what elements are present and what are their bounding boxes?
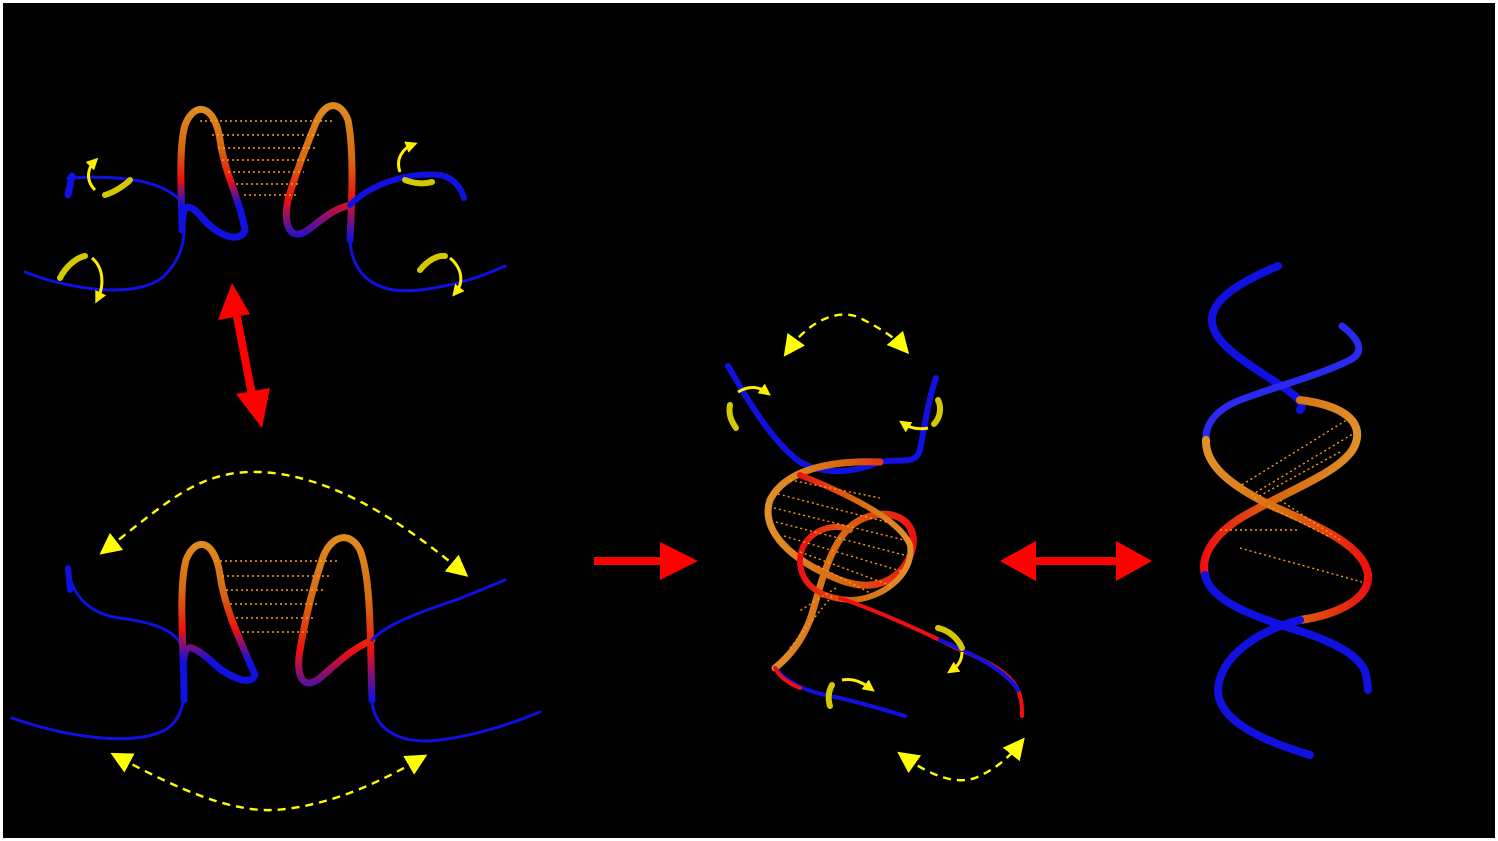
single-headed-arrow-icon <box>594 542 698 580</box>
helix-strand-top-2 <box>1202 322 1363 444</box>
hairpin-loop-left <box>178 540 259 704</box>
helix-strand-b <box>797 472 914 603</box>
strand-left-end <box>65 565 73 593</box>
strand-left-end <box>64 172 76 199</box>
double-headed-arrow-icon <box>1000 541 1152 581</box>
panel-final-duplex <box>1200 262 1372 759</box>
rotation-arrow-icon <box>825 678 875 709</box>
helix-strand-mid-1 <box>1200 396 1361 579</box>
strand-right-outer <box>348 238 507 293</box>
helix-strand-bottom-2 <box>1214 616 1314 759</box>
double-headed-arrow-icon <box>218 283 270 428</box>
strand-right-top <box>370 578 507 642</box>
dashed-motion-arrow-icon <box>897 737 1025 782</box>
panel-hairpins-upper <box>23 102 507 304</box>
panel-hairpins-lower <box>10 470 542 812</box>
strand-lower-right-blue <box>938 638 1020 692</box>
hairpin-loop-right <box>282 102 356 244</box>
rotation-arrow-icon <box>726 383 771 431</box>
rotation-arrow-icon <box>397 141 435 187</box>
helix-strand-bottom-1 <box>1201 571 1372 694</box>
strand-right-outer <box>370 698 542 743</box>
rotation-arrow-icon <box>57 253 107 304</box>
strand-right-top <box>347 171 467 208</box>
strand-lower-left-red <box>773 666 802 690</box>
figure-background <box>3 3 1495 838</box>
rotation-arrow-icon <box>899 397 944 433</box>
strand-left-outer <box>23 175 186 292</box>
dashed-motion-arrow-icon <box>783 313 910 357</box>
strand-upper-left <box>725 363 939 475</box>
dashed-motion-arrow-icon <box>99 470 469 577</box>
hbonds-final <box>1220 417 1363 583</box>
dashed-motion-arrow-icon <box>110 752 428 812</box>
rotation-arrow-icon <box>417 252 465 297</box>
hbonds-intermediate <box>773 479 909 649</box>
rotation-arrow-icon <box>85 157 133 198</box>
panel-intermediate-duplex <box>725 313 1025 782</box>
hairpin-loop-left <box>177 105 249 241</box>
hbonds-upper <box>200 120 335 196</box>
rotation-arrow-icon <box>935 625 965 674</box>
hairpin-loop-right <box>295 534 376 704</box>
